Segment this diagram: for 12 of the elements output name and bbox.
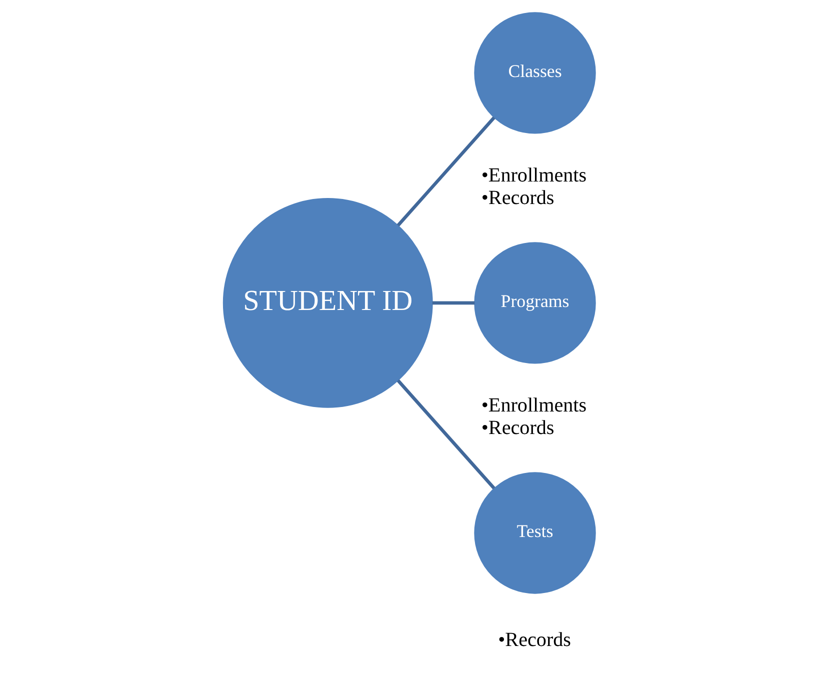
- node-circle: Classes: [474, 12, 596, 134]
- connector: [396, 379, 495, 490]
- node-circle: Tests: [474, 472, 596, 594]
- node-label: •Records: [480, 417, 554, 440]
- node-label: •Records: [480, 187, 554, 210]
- connector: [432, 301, 474, 305]
- connector: [396, 116, 495, 226]
- node-circle: Programs: [474, 242, 596, 364]
- node-label: •Records: [498, 629, 570, 652]
- node-circle: STUDENT ID: [222, 198, 432, 408]
- node-label: •Enrollments: [480, 164, 586, 187]
- node-label: •Enrollments: [480, 394, 586, 417]
